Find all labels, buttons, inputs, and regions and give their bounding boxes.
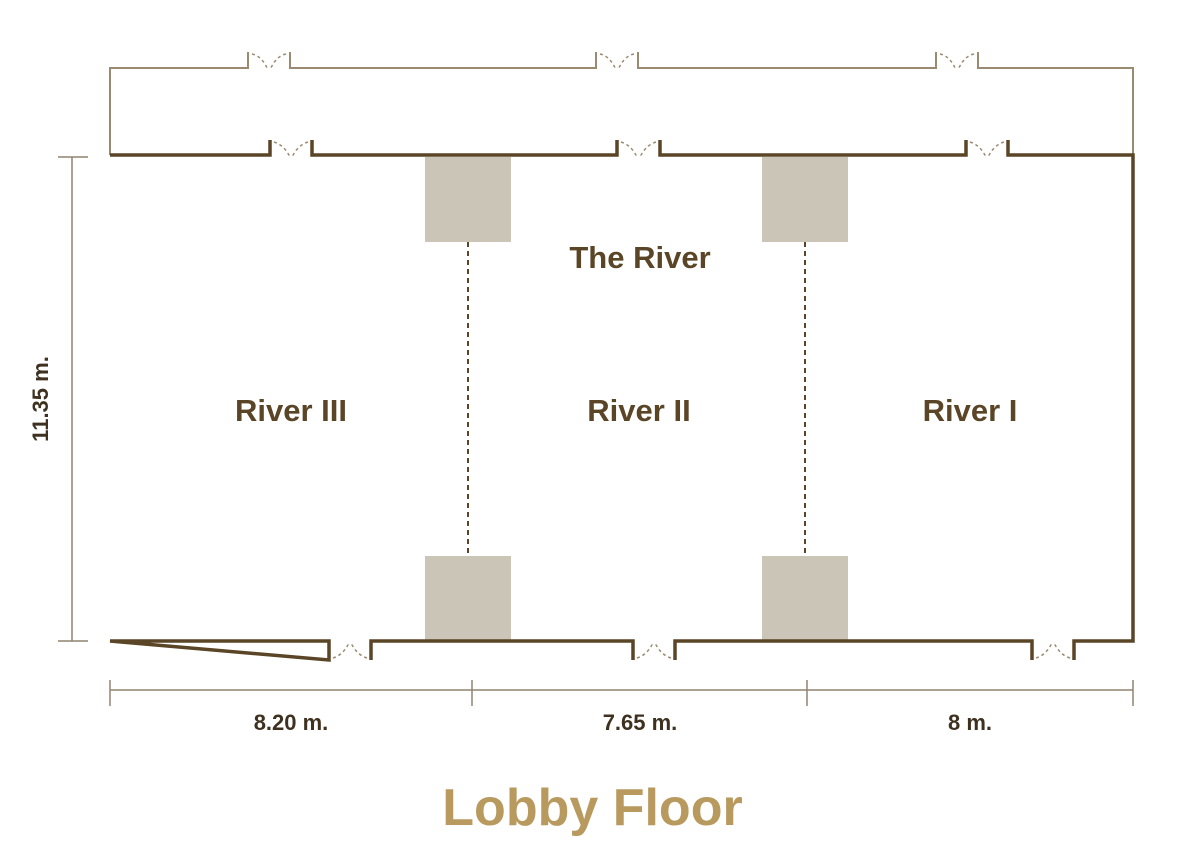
- corridor-doors: [251, 53, 975, 71]
- height-dimension-line: [58, 156, 88, 642]
- room-label-river-iii: River III: [235, 393, 347, 428]
- overall-room-label: The River: [569, 240, 710, 275]
- room-doors: [273, 141, 1071, 659]
- width-dimension-label: 8 m.: [948, 710, 992, 735]
- width-dimension-line: [109, 680, 1134, 706]
- room-label-river-i: River I: [923, 393, 1018, 428]
- width-dimension-label: 7.65 m.: [603, 710, 678, 735]
- pillar: [425, 556, 511, 640]
- height-dimension-label: 11.35 m.: [28, 356, 53, 442]
- floor-title: Lobby Floor: [442, 779, 743, 837]
- pillar: [762, 556, 848, 640]
- room-walls: [109, 140, 1135, 662]
- width-dimension-label: 8.20 m.: [254, 710, 329, 735]
- pillar: [425, 157, 511, 242]
- pillars: [425, 157, 848, 640]
- room-label-river-ii: River II: [587, 393, 690, 428]
- pillar: [762, 157, 848, 242]
- corridor-outline: [109, 52, 1134, 155]
